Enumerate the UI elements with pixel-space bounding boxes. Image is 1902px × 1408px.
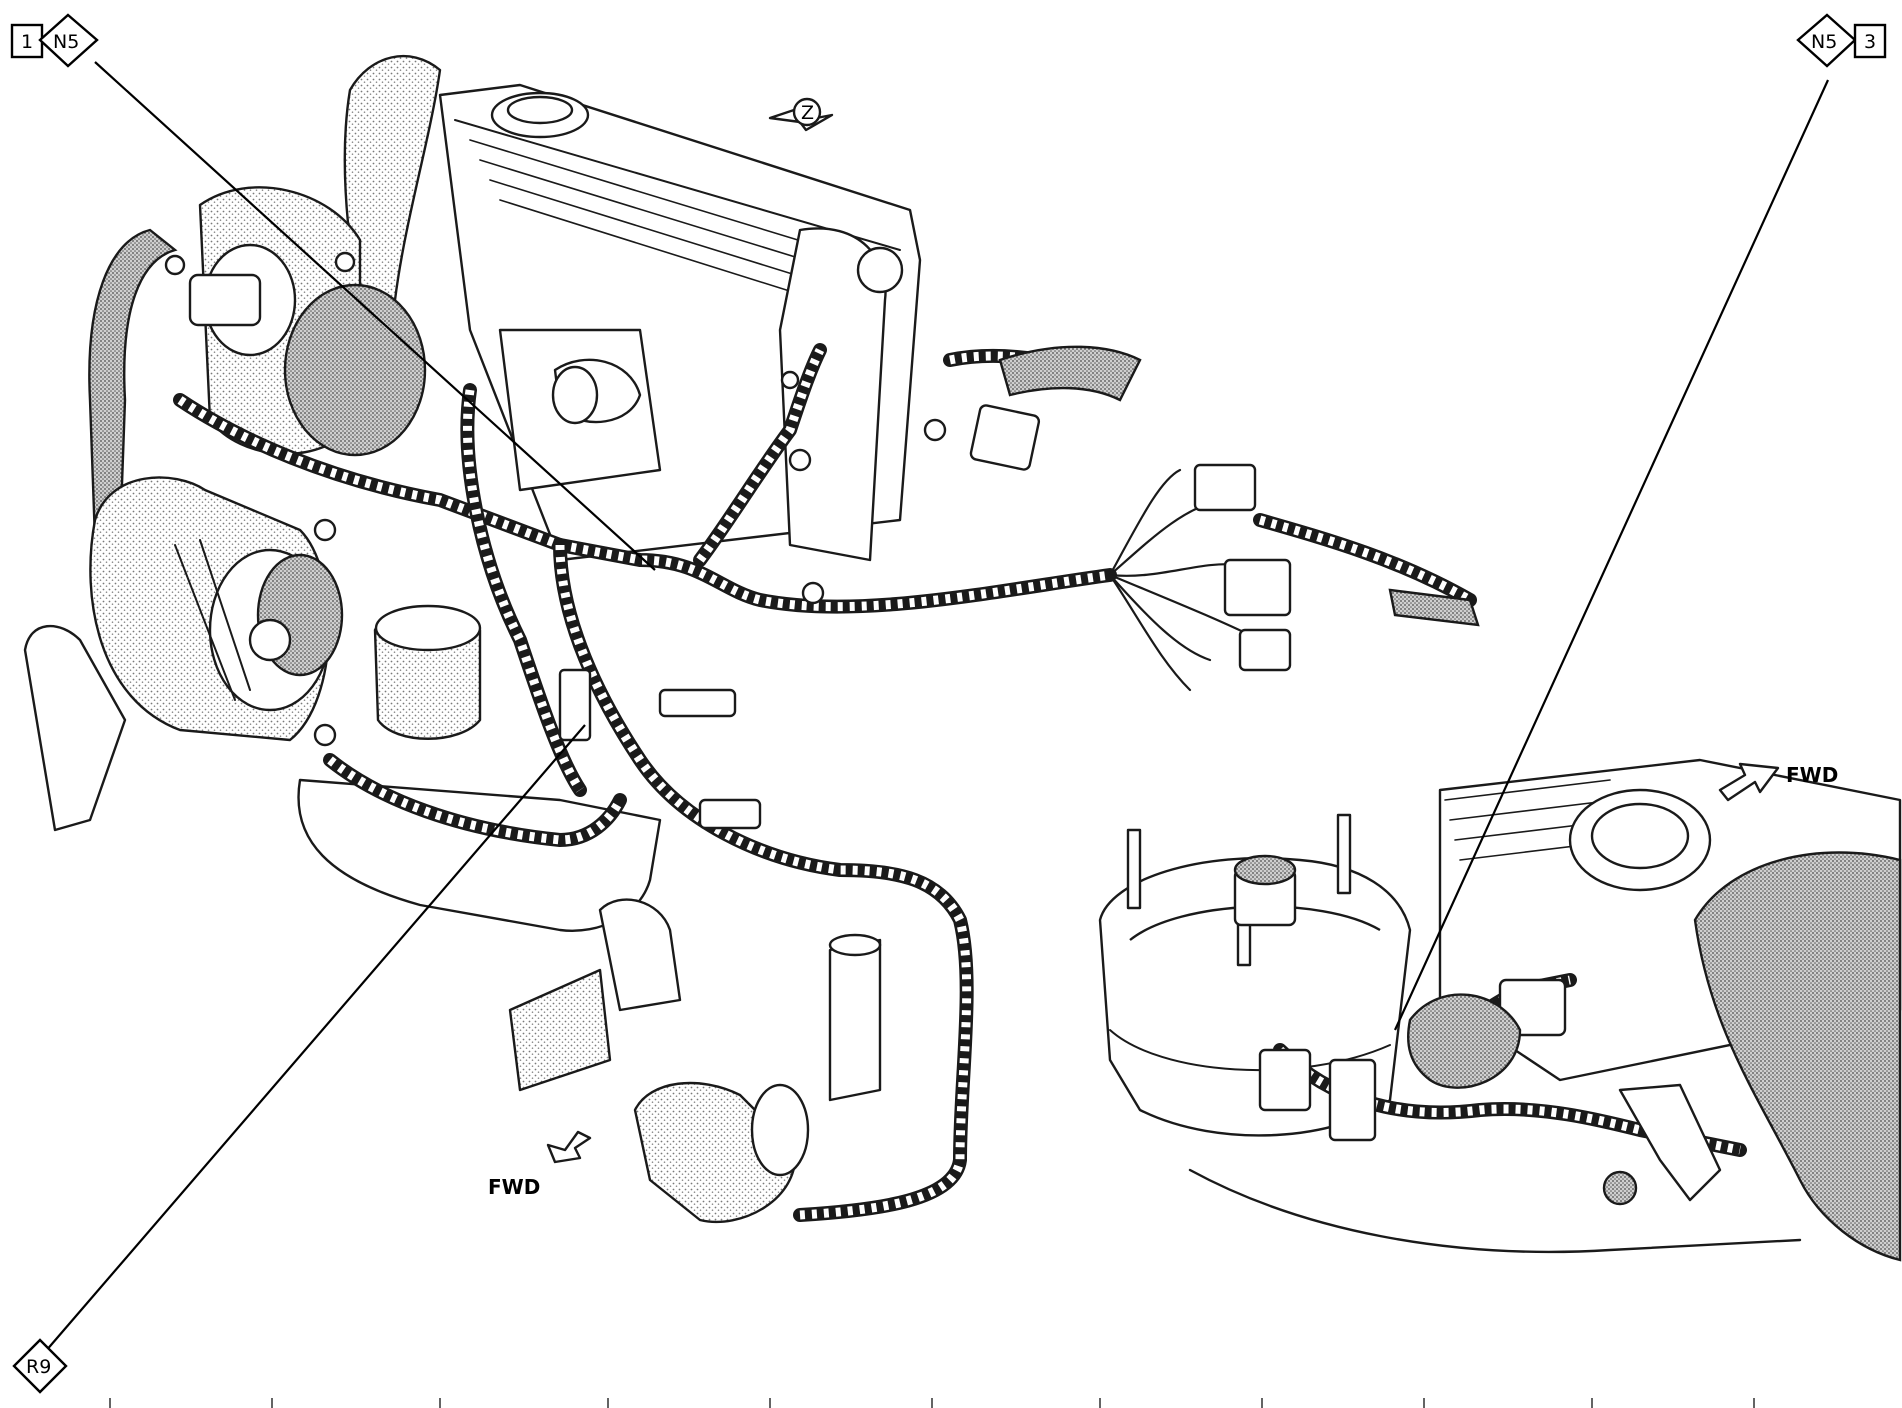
oil-filler-cap xyxy=(490,91,590,139)
oil-filter xyxy=(373,604,482,740)
connector-upper xyxy=(1193,463,1257,512)
view-z-marker: Z xyxy=(768,97,834,132)
engine-block-lower xyxy=(297,778,662,932)
coolant-sensor-connectors xyxy=(558,668,762,830)
callout-top-right-code: N5 xyxy=(1811,31,1837,53)
connector-middle xyxy=(1223,558,1292,617)
mounting-bolts xyxy=(164,251,825,747)
detail-view: FWD xyxy=(1098,758,1902,1262)
callout-top-left-code: N5 xyxy=(53,31,79,53)
page-border-ticks xyxy=(109,1398,1755,1408)
distributor xyxy=(188,186,427,457)
detail-ground-bolt xyxy=(1602,1170,1638,1206)
alternator xyxy=(89,476,344,742)
fwd-label-detail: FWD xyxy=(1786,763,1838,787)
fwd-label-main: FWD xyxy=(488,1175,540,1199)
callout-bottom-left-code: R9 xyxy=(26,1356,51,1378)
timing-belt-cover xyxy=(343,54,442,302)
callout-top-right: N5 3 xyxy=(1796,13,1887,68)
connector-lower xyxy=(1238,628,1292,672)
detail-body-panel xyxy=(1188,1168,1802,1254)
leader-top-left xyxy=(94,61,656,571)
callout-top-left: 1 N5 xyxy=(10,13,99,68)
mount-pin xyxy=(828,933,882,1102)
connector-cable-stub xyxy=(1388,588,1480,627)
fwd-arrow-main: FWD xyxy=(488,1130,592,1199)
view-z-label: Z xyxy=(801,102,814,124)
detail-pivot-boss xyxy=(1233,854,1297,927)
lower-bracket xyxy=(508,898,682,1092)
alternator-bracket xyxy=(23,625,127,832)
detail-intake-hose xyxy=(1693,851,1902,1262)
detail-studs xyxy=(1126,813,1352,967)
transmission-sensor xyxy=(633,1081,810,1224)
leader-lines xyxy=(44,61,1830,1353)
detail-connectors xyxy=(1258,978,1567,1142)
detail-ground-bracket xyxy=(1602,1083,1722,1206)
callout-top-right-number: 3 xyxy=(1864,31,1876,53)
bracket-bolt-hole xyxy=(856,246,904,294)
thermostat-housing xyxy=(498,328,662,492)
main-engine-view: FWD Z xyxy=(23,54,1480,1224)
leader-bottom-left xyxy=(44,724,586,1353)
main-wiring-harness xyxy=(173,343,1477,1222)
detail-connector-center xyxy=(1328,1058,1377,1142)
sensor-connectors-top xyxy=(923,345,1142,471)
detail-connector-left xyxy=(1258,1048,1312,1112)
callout-bottom-left: R9 xyxy=(12,1338,68,1394)
fwd-arrow-detail: FWD xyxy=(1718,762,1838,802)
detail-sensor-loop xyxy=(1407,993,1522,1089)
harness-connector-group xyxy=(1193,463,1480,672)
leader-top-right xyxy=(1393,79,1830,1031)
callout-top-left-number: 1 xyxy=(21,31,33,53)
